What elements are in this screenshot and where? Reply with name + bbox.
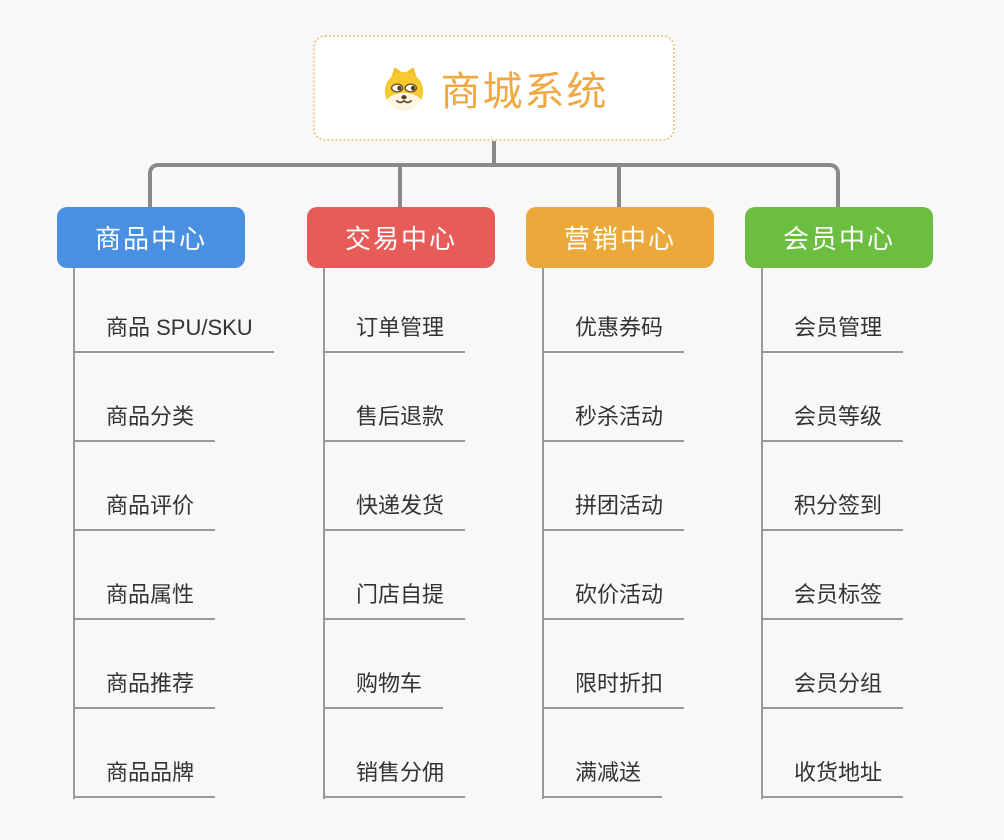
leaf-label: 商品分类 — [106, 404, 195, 429]
leaf-node[interactable]: 商品品牌 — [73, 709, 216, 798]
leaf-node[interactable]: 满减送 — [542, 709, 663, 798]
leaf-label: 门店自提 — [356, 582, 445, 607]
branch-node-2[interactable]: 交易中心 — [307, 207, 495, 268]
leaf-node[interactable]: 商品 SPU/SKU — [73, 264, 274, 353]
leaf-label: 商品 SPU/SKU — [106, 315, 253, 340]
leaf-label: 销售分佣 — [356, 760, 445, 785]
leaf-node[interactable]: 商品属性 — [73, 531, 216, 620]
leaf-node[interactable]: 会员标签 — [761, 531, 904, 620]
branch-spine — [761, 268, 763, 799]
branch-label: 营销中心 — [563, 224, 676, 254]
branch-label: 商品中心 — [94, 224, 207, 254]
branch-label: 会员中心 — [782, 224, 895, 254]
leaf-node[interactable]: 商品评价 — [73, 442, 216, 531]
root-title: 商城系统 — [440, 70, 609, 114]
leaf-node[interactable]: 限时折扣 — [542, 620, 685, 709]
leaf-label: 会员等级 — [794, 404, 883, 429]
leaf-label: 拼团活动 — [575, 493, 664, 518]
leaf-label: 订单管理 — [356, 315, 445, 340]
branch-label: 交易中心 — [344, 224, 457, 254]
branch-node-1[interactable]: 商品中心 — [57, 207, 245, 268]
leaf-label: 快递发货 — [356, 493, 445, 518]
leaf-node[interactable]: 门店自提 — [323, 531, 466, 620]
leaf-label: 商品评价 — [106, 493, 195, 518]
leaf-label: 积分签到 — [794, 493, 883, 518]
branch-node-3[interactable]: 营销中心 — [526, 207, 714, 268]
leaf-label: 商品推荐 — [106, 671, 195, 696]
leaf-label: 砍价活动 — [575, 582, 664, 607]
branch-spine — [542, 268, 544, 799]
branch-connector-bus — [148, 163, 840, 207]
leaf-label: 收货地址 — [794, 760, 883, 785]
leaf-list: 优惠券码秒杀活动拼团活动砍价活动限时折扣满减送 — [542, 264, 685, 798]
branch-connector-drop-2 — [398, 167, 402, 207]
root-connector-stem — [492, 139, 496, 165]
leaf-list: 订单管理售后退款快递发货门店自提购物车销售分佣 — [323, 264, 466, 798]
leaf-label: 优惠券码 — [575, 315, 664, 340]
branch-spine — [323, 268, 325, 799]
leaf-label: 会员标签 — [794, 582, 883, 607]
root-node[interactable]: 商城系统 — [313, 35, 675, 141]
leaf-node[interactable]: 拼团活动 — [542, 442, 685, 531]
leaf-node[interactable]: 会员分组 — [761, 620, 904, 709]
leaf-label: 会员管理 — [794, 315, 883, 340]
leaf-node[interactable]: 砍价活动 — [542, 531, 685, 620]
leaf-node[interactable]: 订单管理 — [323, 264, 466, 353]
leaf-node[interactable]: 销售分佣 — [323, 709, 466, 798]
leaf-node[interactable]: 收货地址 — [761, 709, 904, 798]
leaf-label: 满减送 — [575, 760, 642, 785]
leaf-node[interactable]: 优惠券码 — [542, 264, 685, 353]
leaf-node[interactable]: 购物车 — [323, 620, 444, 709]
leaf-node[interactable]: 商品分类 — [73, 353, 216, 442]
leaf-label: 商品属性 — [106, 582, 195, 607]
leaf-label: 限时折扣 — [575, 671, 664, 696]
branch-connector-drop-3 — [617, 167, 621, 207]
leaf-node[interactable]: 商品推荐 — [73, 620, 216, 709]
leaf-label: 秒杀活动 — [575, 404, 664, 429]
leaf-label: 商品品牌 — [106, 760, 195, 785]
leaf-node[interactable]: 秒杀活动 — [542, 353, 685, 442]
leaf-label: 会员分组 — [794, 671, 883, 696]
dog-icon — [384, 67, 423, 111]
leaf-label: 购物车 — [356, 671, 423, 696]
leaf-list: 商品 SPU/SKU 商品分类商品评价商品属性商品推荐商品品牌 — [73, 264, 274, 798]
leaf-list: 会员管理会员等级积分签到会员标签会员分组收货地址 — [761, 264, 904, 798]
leaf-node[interactable]: 会员等级 — [761, 353, 904, 442]
leaf-node[interactable]: 售后退款 — [323, 353, 466, 442]
leaf-node[interactable]: 会员管理 — [761, 264, 904, 353]
branch-spine — [73, 268, 75, 799]
leaf-node[interactable]: 积分签到 — [761, 442, 904, 531]
branch-node-4[interactable]: 会员中心 — [745, 207, 933, 268]
leaf-label: 售后退款 — [356, 404, 445, 429]
leaf-node[interactable]: 快递发货 — [323, 442, 466, 531]
